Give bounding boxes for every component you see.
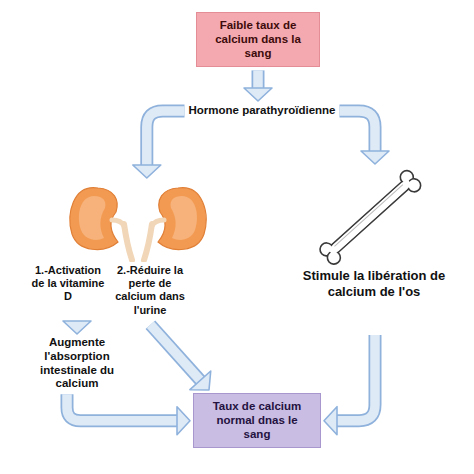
arrow-body xyxy=(150,325,201,381)
node-text: Stimule la libération de calcium de l'os xyxy=(300,268,448,299)
arrow-head xyxy=(244,88,272,101)
effect-label: Augmente l'absorption intestinale du cal… xyxy=(23,336,131,391)
arrow-outline xyxy=(147,111,185,166)
block-arrow xyxy=(339,111,389,164)
arrow-outline xyxy=(252,70,265,89)
arrow-head xyxy=(361,151,389,164)
hormone-label: Hormone parathyroïdienne xyxy=(189,104,336,118)
kidney-group: 1.-Activation de la vitamine D2.-Réduire… xyxy=(28,180,208,321)
block-arrow xyxy=(133,111,185,178)
arrow-body xyxy=(339,111,375,152)
arrow-head xyxy=(63,321,91,334)
node-text: Faible taux de calcium dans la sang xyxy=(205,19,311,60)
node-text: Hormone parathyroïdienne xyxy=(189,104,336,118)
normal-box: Taux de calcium normal dnas le sang xyxy=(193,393,321,448)
arrow-body xyxy=(336,335,375,421)
arrow-body xyxy=(147,111,185,166)
arrow-outline xyxy=(150,325,201,381)
bone-illustration xyxy=(300,166,448,266)
bone-group: Stimule la libération de calcium de l'os xyxy=(300,166,450,332)
arrow-head xyxy=(190,371,211,390)
arrow-outline xyxy=(339,111,375,152)
arrow-outline xyxy=(336,335,375,421)
arrow-outline xyxy=(67,394,178,421)
block-arrow xyxy=(67,394,190,435)
block-arrow xyxy=(244,70,272,101)
kidney-illustration xyxy=(28,180,208,262)
arrow-head xyxy=(324,407,337,435)
block-arrow xyxy=(63,321,91,334)
alert-box: Faible taux de calcium dans la sang xyxy=(196,12,320,67)
arrow-head xyxy=(133,165,161,178)
node-text: Augmente l'absorption intestinale du cal… xyxy=(23,336,131,391)
node-text: Taux de calcium normal dnas le sang xyxy=(202,400,312,441)
arrow-body xyxy=(253,70,263,89)
node-text: 1.-Activation de la vitamine D xyxy=(28,264,108,304)
arrow-head xyxy=(177,407,190,435)
block-arrow xyxy=(150,325,210,390)
node-text: 2.-Réduire la perte de calcium dans l'ur… xyxy=(108,264,192,317)
arrow-body xyxy=(67,394,178,421)
block-arrow xyxy=(324,335,375,435)
